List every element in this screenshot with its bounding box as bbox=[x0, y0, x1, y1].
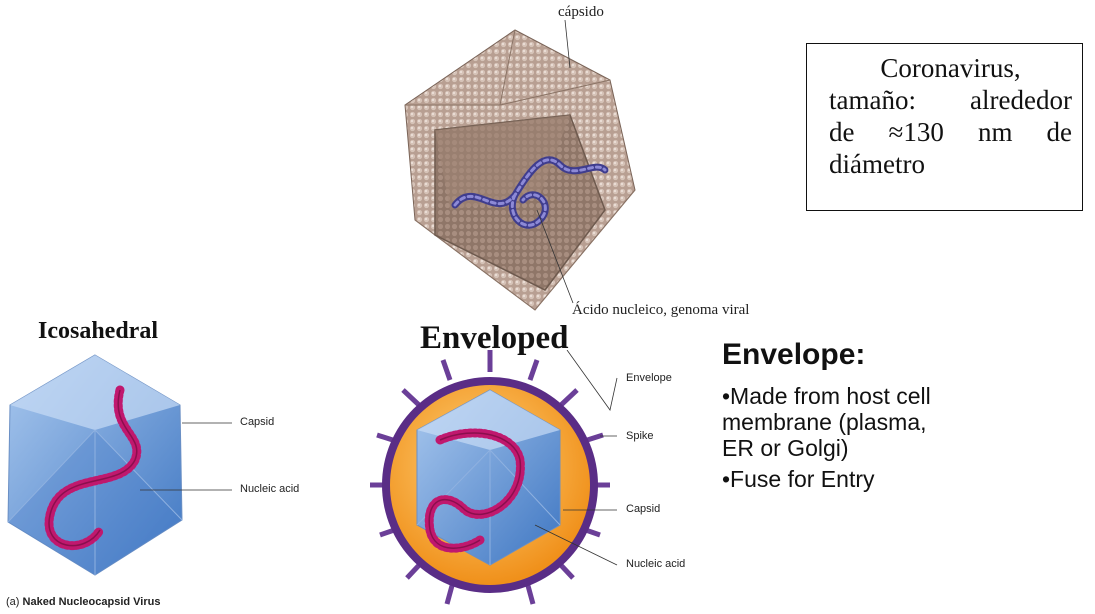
info-line-3: de ≈130 nm de bbox=[829, 116, 1072, 148]
icosahedral-nucleic-label: Nucleic acid bbox=[240, 483, 299, 495]
envelope-bullet-2: •Fuse for Entry bbox=[722, 466, 931, 492]
info-line-1: Coronavirus, bbox=[829, 52, 1072, 84]
nucleic-acid-label-es: Ácido nucleico, genoma viral bbox=[572, 302, 749, 319]
caption-text: Naked Nucleocapsid Virus bbox=[23, 596, 161, 608]
capsid-label-es: cápsido bbox=[558, 4, 604, 21]
envelope-label: Envelope bbox=[626, 372, 672, 384]
icosahedral-capsid-label: Capsid bbox=[240, 416, 274, 428]
caption-prefix: (a) bbox=[6, 596, 19, 608]
naked-virus-diagram bbox=[0, 350, 340, 590]
envelope-heading: Envelope: bbox=[722, 338, 865, 372]
info-line-2: tamaño: alrededor bbox=[829, 84, 1072, 116]
envelope-bullet-1: •Made from host cell bbox=[722, 383, 931, 409]
capsid-3d-illustration bbox=[395, 20, 645, 320]
enveloped-nucleic-label: Nucleic acid bbox=[626, 558, 685, 570]
icosahedral-title: Icosahedral bbox=[38, 318, 158, 345]
naked-caption: (a) Naked Nucleocapsid Virus bbox=[6, 596, 160, 608]
envelope-bullets: •Made from host cell membrane (plasma, E… bbox=[722, 383, 931, 492]
envelope-bullet-1-cont2: ER or Golgi) bbox=[722, 435, 931, 461]
coronavirus-info-box: Coronavirus, tamaño: alrededor de ≈130 n… bbox=[806, 43, 1083, 211]
envelope-bullet-1-cont: membrane (plasma, bbox=[722, 409, 931, 435]
spike-label: Spike bbox=[626, 430, 654, 442]
info-line-4: diámetro bbox=[829, 148, 1072, 180]
enveloped-virus-diagram bbox=[355, 350, 625, 610]
enveloped-capsid-label: Capsid bbox=[626, 503, 660, 515]
